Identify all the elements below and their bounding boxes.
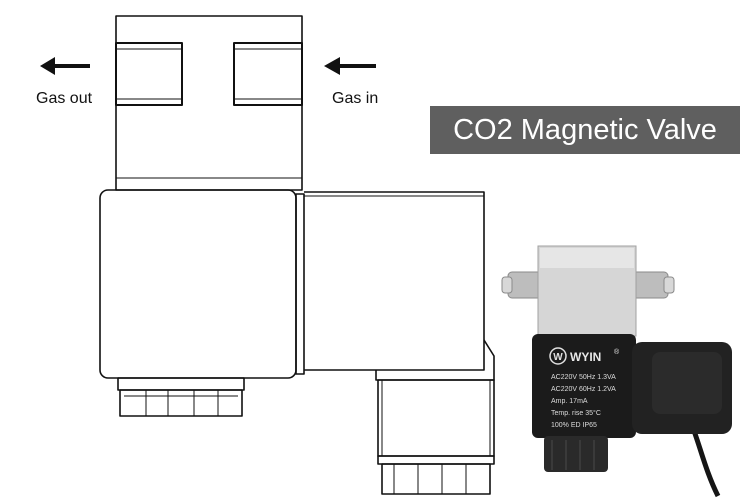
gas-in-label: Gas in (332, 90, 379, 107)
spec-line-3: Amp. 17mA (551, 398, 588, 405)
brand-logo-icon (549, 347, 567, 365)
gas-in-arrow (324, 57, 376, 75)
gas-out-label: Gas out (36, 90, 93, 107)
spec-line-5: 100% ED IP65 (551, 422, 597, 429)
base-nut (117, 377, 245, 391)
spec-line-4: Temp. rise 35°C (551, 409, 601, 417)
cable-gland (377, 379, 495, 457)
valve-photo: W WYIN ® AC220V 50Hz 1.3VA AC220V 60Hz 1… (501, 245, 732, 498)
outlet-port (115, 42, 183, 106)
title-banner: CO2 Magnetic Valve (430, 106, 740, 154)
brand-name: WYIN (570, 350, 601, 364)
coil (99, 189, 297, 379)
svg-text:W: W (553, 352, 563, 363)
registered-mark: ® (614, 348, 620, 356)
spec-line-1: AC220V 50Hz 1.3VA (551, 374, 616, 381)
gas-out-arrow (40, 57, 90, 75)
spec-line-2: AC220V 60Hz 1.2VA (551, 386, 616, 393)
inlet-port (233, 42, 303, 106)
connector-box (304, 191, 485, 371)
